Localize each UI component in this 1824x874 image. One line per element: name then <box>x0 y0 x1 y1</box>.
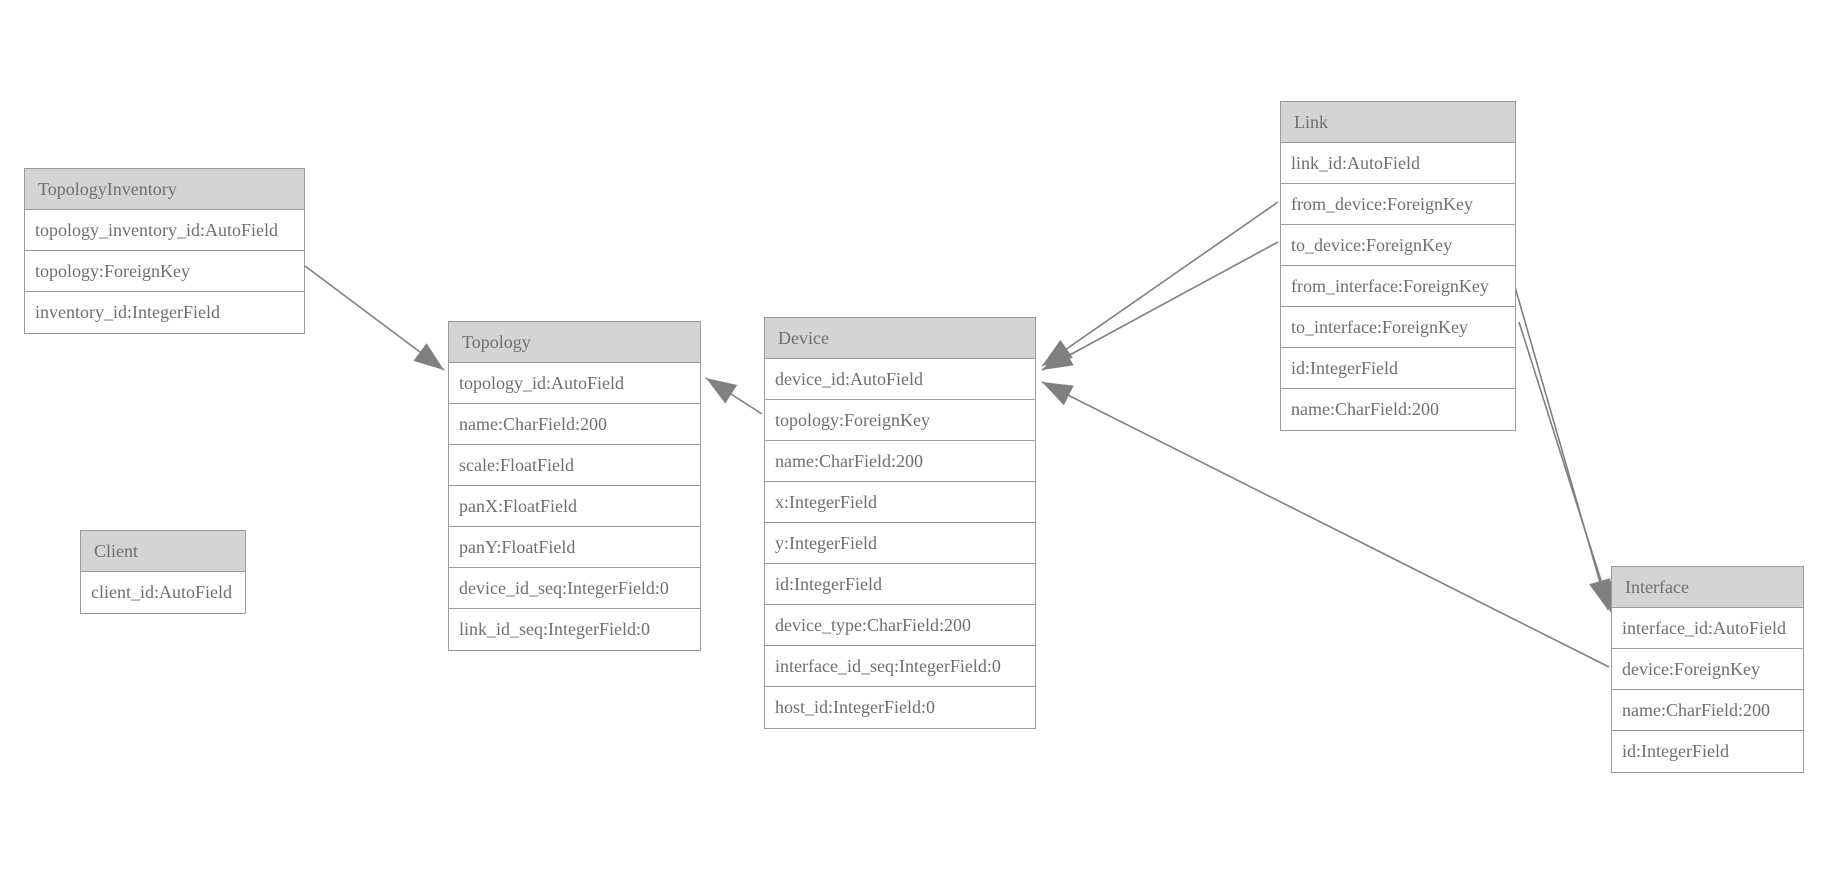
entity-field-row: topology:ForeignKey <box>25 251 304 292</box>
entity-title-topology: Topology <box>449 322 700 363</box>
entity-field-row: id:IntegerField <box>765 564 1035 605</box>
entity-title-interface: Interface <box>1612 567 1803 608</box>
entity-title-client: Client <box>81 531 245 572</box>
relationship-edge-device-to-topology <box>705 377 763 415</box>
entity-title-device: Device <box>765 318 1035 359</box>
arrowhead-icon <box>1042 382 1074 406</box>
entity-field-row: device_id_seq:IntegerField:0 <box>449 568 700 609</box>
arrowhead-icon <box>706 378 738 404</box>
entity-field-row: name:CharField:200 <box>449 404 700 445</box>
entity-field-row: to_device:ForeignKey <box>1281 225 1515 266</box>
entity-field-row: host_id:IntegerField:0 <box>765 687 1035 728</box>
entity-field-row: device_id:AutoField <box>765 359 1035 400</box>
entity-field-row: interface_id:AutoField <box>1612 608 1803 649</box>
entity-field-row: device:ForeignKey <box>1612 649 1803 690</box>
entity-field-row: name:CharField:200 <box>765 441 1035 482</box>
entity-field-row: from_interface:ForeignKey <box>1281 266 1515 307</box>
entity-field-row: interface_id_seq:IntegerField:0 <box>765 646 1035 687</box>
relationship-edge-link-from-device-to-device <box>1041 201 1279 367</box>
entity-field-row: name:CharField:200 <box>1612 690 1803 731</box>
entity-field-row: link_id_seq:IntegerField:0 <box>449 609 700 650</box>
entity-field-row: name:CharField:200 <box>1281 389 1515 430</box>
arrowhead-icon <box>1042 346 1074 370</box>
relationship-edge-link-from-interface-to-interface <box>1512 279 1611 611</box>
entity-field-row: y:IntegerField <box>765 523 1035 564</box>
entity-field-row: topology_inventory_id:AutoField <box>25 210 304 251</box>
entity-field-row: topology_id:AutoField <box>449 363 700 404</box>
arrowhead-icon <box>413 343 444 370</box>
entity-field-row: topology:ForeignKey <box>765 400 1035 441</box>
entity-field-row: id:IntegerField <box>1281 348 1515 389</box>
entity-field-row: scale:FloatField <box>449 445 700 486</box>
entity-field-row: id:IntegerField <box>1612 731 1803 772</box>
arrowhead-icon <box>1042 339 1073 366</box>
arrowhead-icon <box>1589 578 1611 610</box>
entity-field-row: link_id:AutoField <box>1281 143 1515 184</box>
entity-field-row: to_interface:ForeignKey <box>1281 307 1515 348</box>
entity-field-row: panX:FloatField <box>449 486 700 527</box>
relationship-edge-link-to-interface-to-interface <box>1518 321 1613 613</box>
relationship-edge-link-to-device-to-device <box>1041 241 1279 371</box>
entity-title-topology_inventory: TopologyInventory <box>25 169 304 210</box>
entity-field-row: panY:FloatField <box>449 527 700 568</box>
entity-field-row: from_device:ForeignKey <box>1281 184 1515 225</box>
entity-field-row: inventory_id:IntegerField <box>25 292 304 333</box>
entity-field-row: device_type:CharField:200 <box>765 605 1035 646</box>
entity-field-row: x:IntegerField <box>765 482 1035 523</box>
entity-field-row: client_id:AutoField <box>81 572 245 613</box>
arrowhead-icon <box>1591 580 1613 612</box>
entity-title-link: Link <box>1281 102 1515 143</box>
relationship-edge-topologyinventory-to-topology <box>304 265 445 371</box>
